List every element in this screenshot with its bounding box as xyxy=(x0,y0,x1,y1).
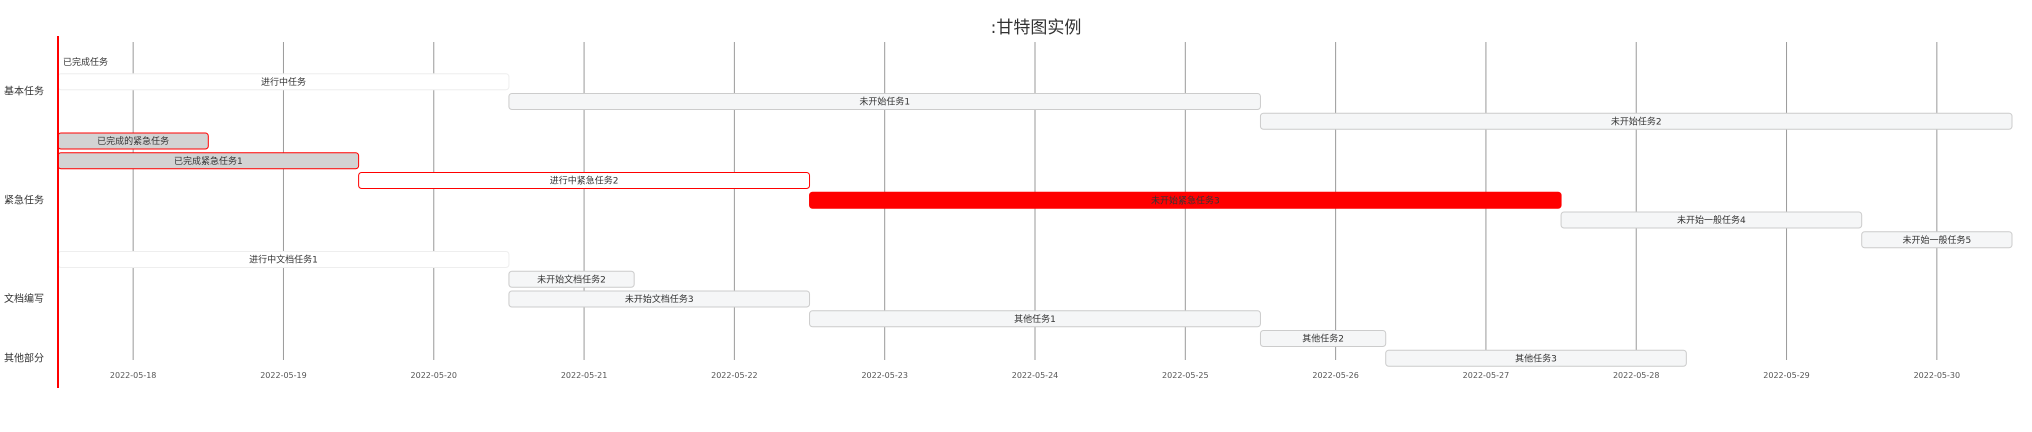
x-tick-label: 2022-05-30 xyxy=(1914,371,1961,380)
task-label: 未开始任务1 xyxy=(859,96,910,108)
section-label: 紧急任务 xyxy=(4,193,44,206)
task-label: 进行中任务 xyxy=(261,76,306,88)
task-label: 其他任务3 xyxy=(1515,352,1557,364)
task-bar xyxy=(508,93,1261,110)
section-label: 基本任务 xyxy=(4,85,44,98)
x-tick-label: 2022-05-18 xyxy=(110,371,157,380)
x-tick-label: 2022-05-21 xyxy=(561,371,608,380)
x-tick-label: 2022-05-26 xyxy=(1312,371,1359,380)
task-label: 其他任务1 xyxy=(1014,313,1056,325)
task-bar xyxy=(809,191,1562,209)
task-bar xyxy=(1861,231,2013,249)
x-tick-label: 2022-05-22 xyxy=(711,371,758,380)
task-bar xyxy=(1259,330,1387,347)
task-bar xyxy=(358,172,811,189)
x-tick-label: 2022-05-29 xyxy=(1763,371,1810,380)
task-bar xyxy=(508,290,811,308)
task-bar xyxy=(809,310,1261,328)
task-label: 未开始一般任务4 xyxy=(1677,214,1746,226)
x-tick-label: 2022-05-24 xyxy=(1012,371,1059,380)
task-bar xyxy=(1259,112,2013,130)
x-axis-ticks: 2022-05-18 2022-05-19 2022-05-20 2022-05-21… xyxy=(110,371,1960,380)
x-tick-label: 2022-05-19 xyxy=(260,371,307,380)
task-label: 进行中文档任务1 xyxy=(249,254,318,266)
task-label: 未开始任务2 xyxy=(1611,115,1662,127)
x-tick-label: 2022-05-20 xyxy=(411,371,458,380)
x-tick-label: 2022-05-28 xyxy=(1613,371,1660,380)
task-label: 已完成任务 xyxy=(63,56,108,68)
task-label: 已完成紧急任务1 xyxy=(174,155,243,167)
task-label: 未开始紧急任务3 xyxy=(1151,194,1220,206)
section-label: 其他部分 xyxy=(4,351,44,364)
x-tick-label: 2022-05-25 xyxy=(1162,371,1209,380)
task-label: 进行中紧急任务2 xyxy=(550,175,619,187)
task-label: 未开始文档任务3 xyxy=(625,293,694,305)
task-label: 已完成的紧急任务 xyxy=(97,135,169,147)
task-label: 未开始一般任务5 xyxy=(1902,234,1971,246)
task-bar xyxy=(1560,211,1863,229)
task-label: 其他任务2 xyxy=(1302,333,1344,345)
task-label: 未开始文档任务2 xyxy=(537,273,606,285)
task-bar xyxy=(1385,349,1687,367)
chart-title: :甘特图实例 xyxy=(991,18,1082,38)
task-bar xyxy=(508,270,635,288)
x-tick-label: 2022-05-23 xyxy=(861,371,908,380)
x-tick-label: 2022-05-27 xyxy=(1463,371,1510,380)
section-label: 文档编写 xyxy=(4,292,44,305)
